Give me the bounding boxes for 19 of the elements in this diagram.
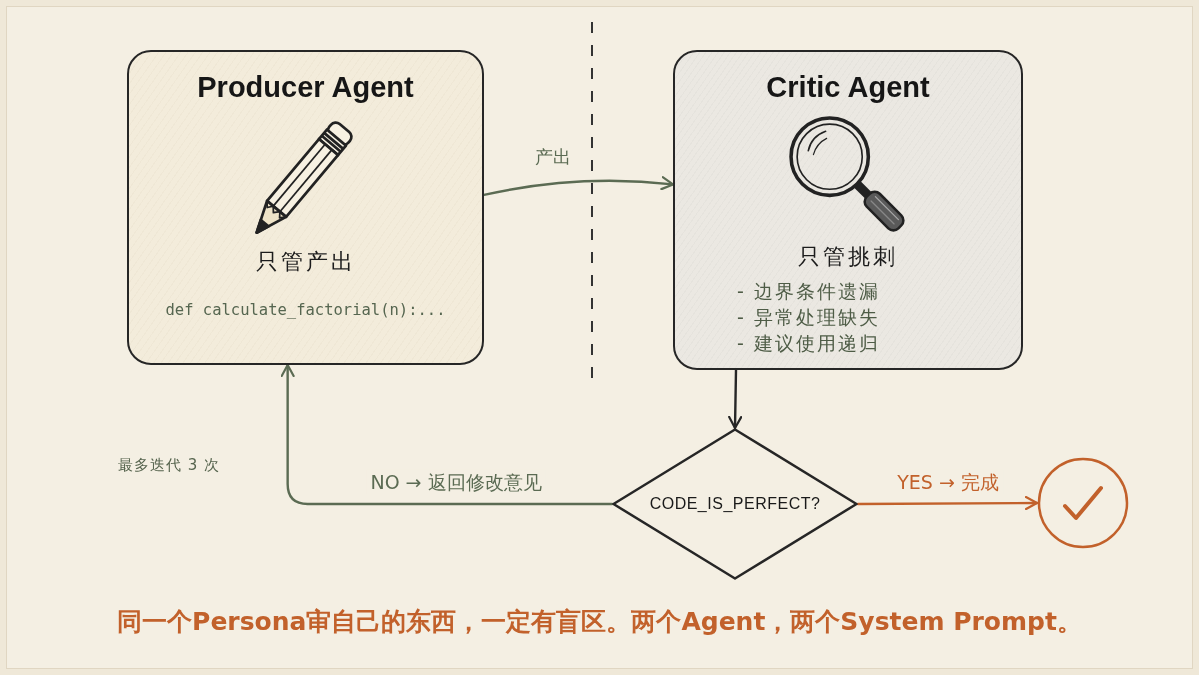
code-snippet: def calculate_factorial(n):... — [165, 300, 446, 321]
issue-item: - 建议使用递归 — [737, 331, 880, 356]
role-text: 只管产出 — [255, 248, 356, 276]
issue-item: - 异常处理缺失 — [737, 305, 880, 330]
card-title: Producer Agent — [197, 70, 414, 105]
card-title: Critic Agent — [766, 70, 930, 105]
condition-text: CODE_IS_PERFECT? — [649, 495, 821, 513]
caption-text: 同一个Persona审自己的东西，一定有盲区。两个Agent，两个System Prompt。 — [117, 605, 1082, 638]
agent-card — [127, 50, 484, 365]
agent-card — [673, 50, 1023, 370]
issue-item: - 边界条件遗漏 — [737, 279, 880, 304]
arrow — [280, 363, 614, 506]
note-text: 最多迭代 3 次 — [118, 456, 221, 476]
completion-circle — [1037, 457, 1129, 549]
role-text: 只管挑刺 — [798, 243, 898, 271]
arrow — [728, 368, 743, 430]
decision-diamond — [612, 428, 858, 580]
arrow — [482, 176, 675, 197]
arrow — [856, 495, 1039, 511]
